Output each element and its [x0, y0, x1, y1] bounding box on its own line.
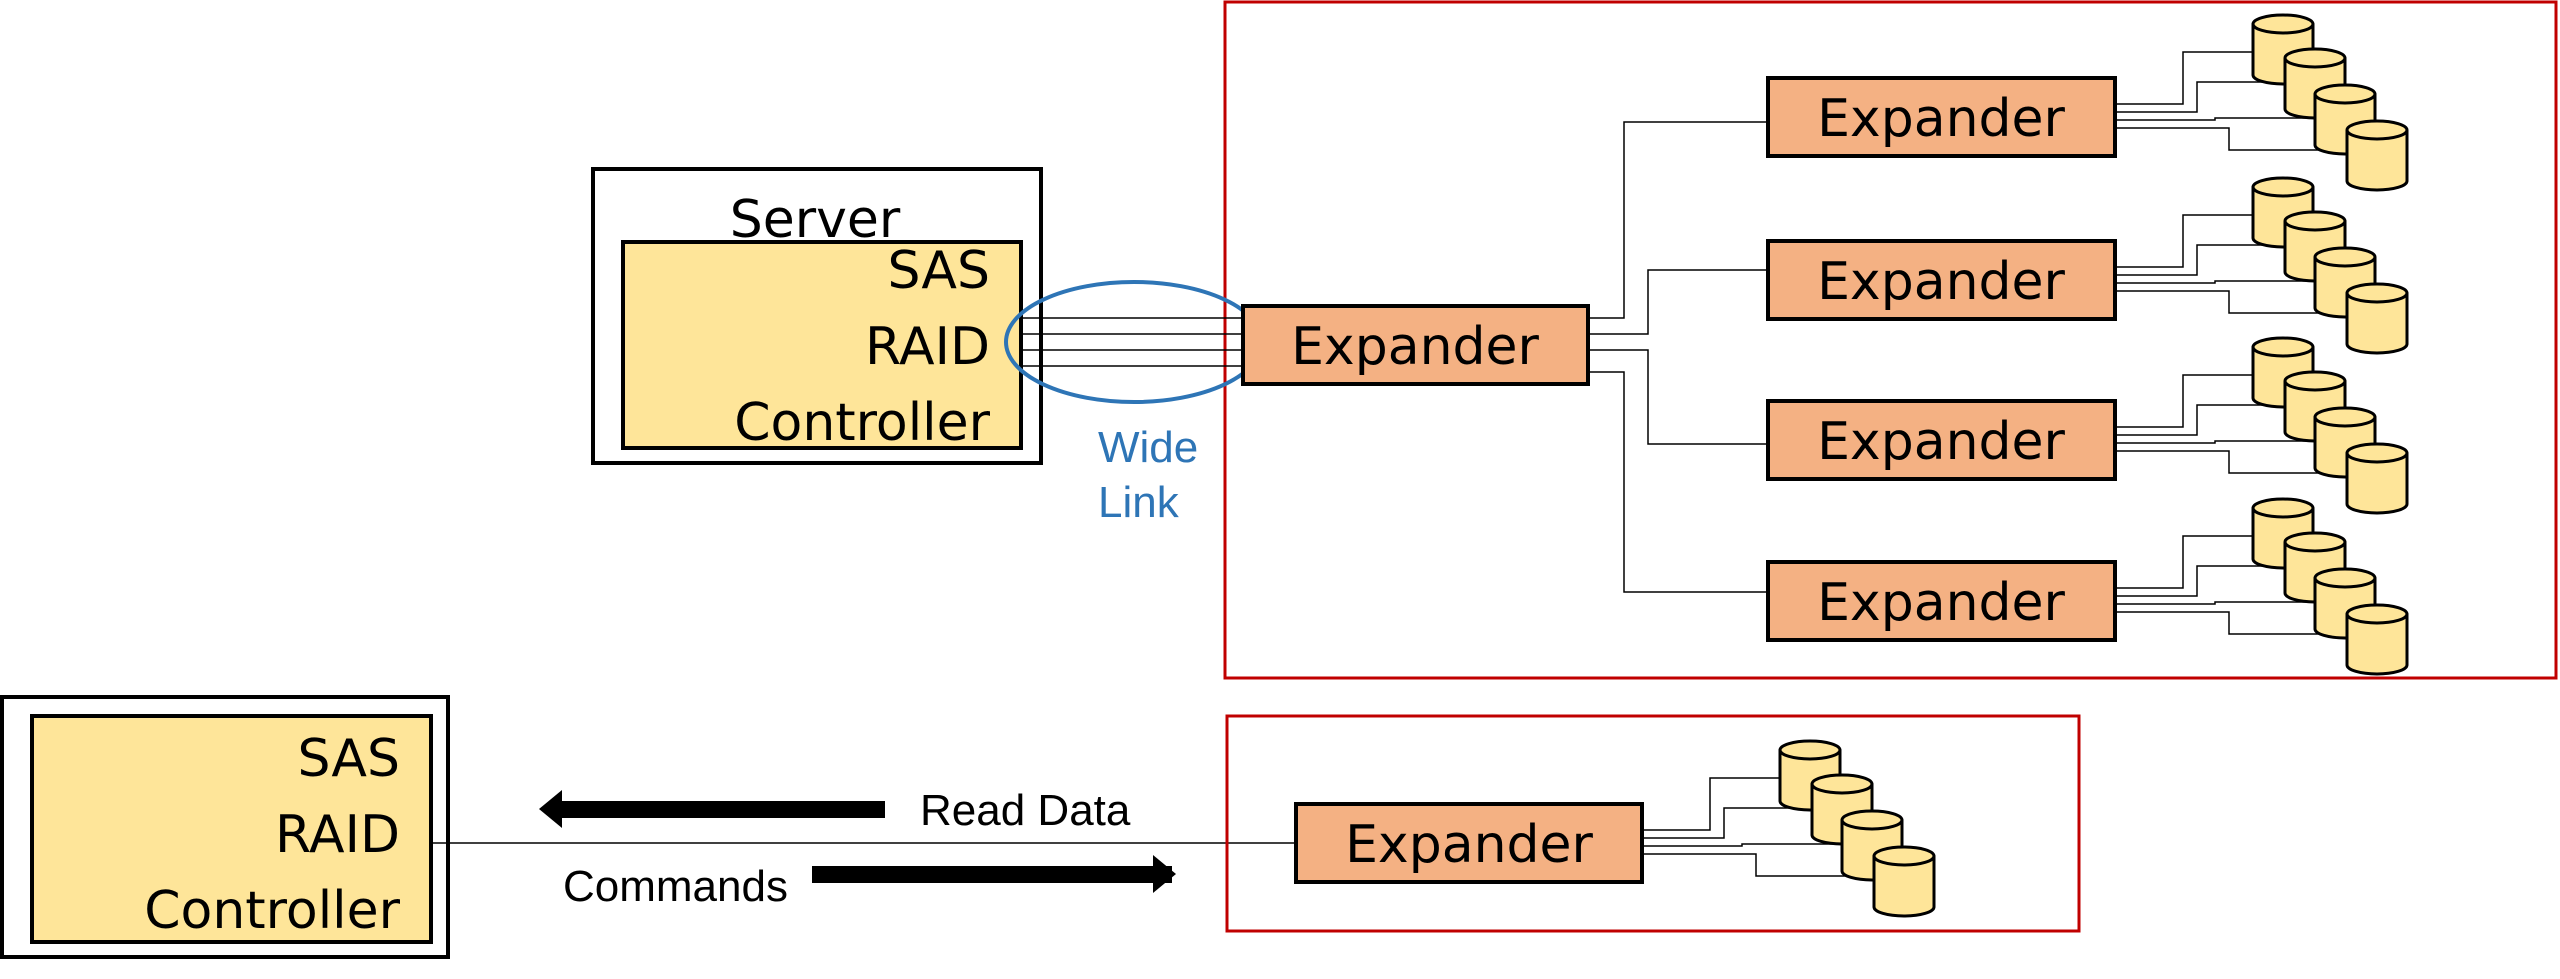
disk-group-2 — [2115, 178, 2407, 353]
disk-group-1 — [2115, 15, 2407, 190]
expander-bottom — [1294, 802, 1644, 884]
wide-link-label-1: Wide — [1098, 423, 1198, 472]
expander-main — [1241, 304, 1590, 386]
expander-downstream-3 — [1766, 399, 2117, 481]
bottom-controller-line-2: RAID — [275, 805, 400, 865]
wide-link-label-2: Link — [1098, 478, 1180, 527]
disk-group-bottom — [1642, 741, 1934, 916]
expander-downstream-1 — [1766, 76, 2117, 158]
expander-downstream-2-label: Expander — [1817, 252, 2065, 312]
expander-main-label: Expander — [1291, 317, 1539, 377]
read-data-label: Read Data — [920, 786, 1131, 835]
enclosure-top — [1223, 0, 2558, 680]
bottom-controller-line-3: Controller — [144, 881, 400, 941]
expander-downstream-2 — [1766, 239, 2117, 321]
server-controller — [621, 240, 1023, 450]
server-controller-line-3: Controller — [734, 393, 990, 453]
wide-link-lanes — [1021, 317, 1243, 367]
expander-downstream-1-label: Expander — [1817, 89, 2065, 149]
enclosure-bottom — [1225, 714, 2081, 933]
expander-downstream-4-label: Expander — [1817, 573, 2065, 633]
bottom-controller — [30, 714, 433, 944]
commands-label: Commands — [563, 862, 788, 911]
read-data-arrow-icon — [539, 790, 885, 828]
fanout-wiring — [1588, 121, 1768, 593]
server-controller-line-1: SAS — [887, 241, 990, 301]
commands-arrow-icon — [812, 855, 1176, 893]
expander-bottom-label: Expander — [1345, 815, 1593, 875]
expander-downstream-4 — [1766, 560, 2117, 642]
server-controller-line-2: RAID — [865, 317, 990, 377]
disk-group-3 — [2115, 338, 2407, 513]
bottom-controller-line-1: SAS — [297, 729, 400, 789]
expander-downstream-3-label: Expander — [1817, 412, 2065, 472]
disk-group-4 — [2115, 499, 2407, 674]
